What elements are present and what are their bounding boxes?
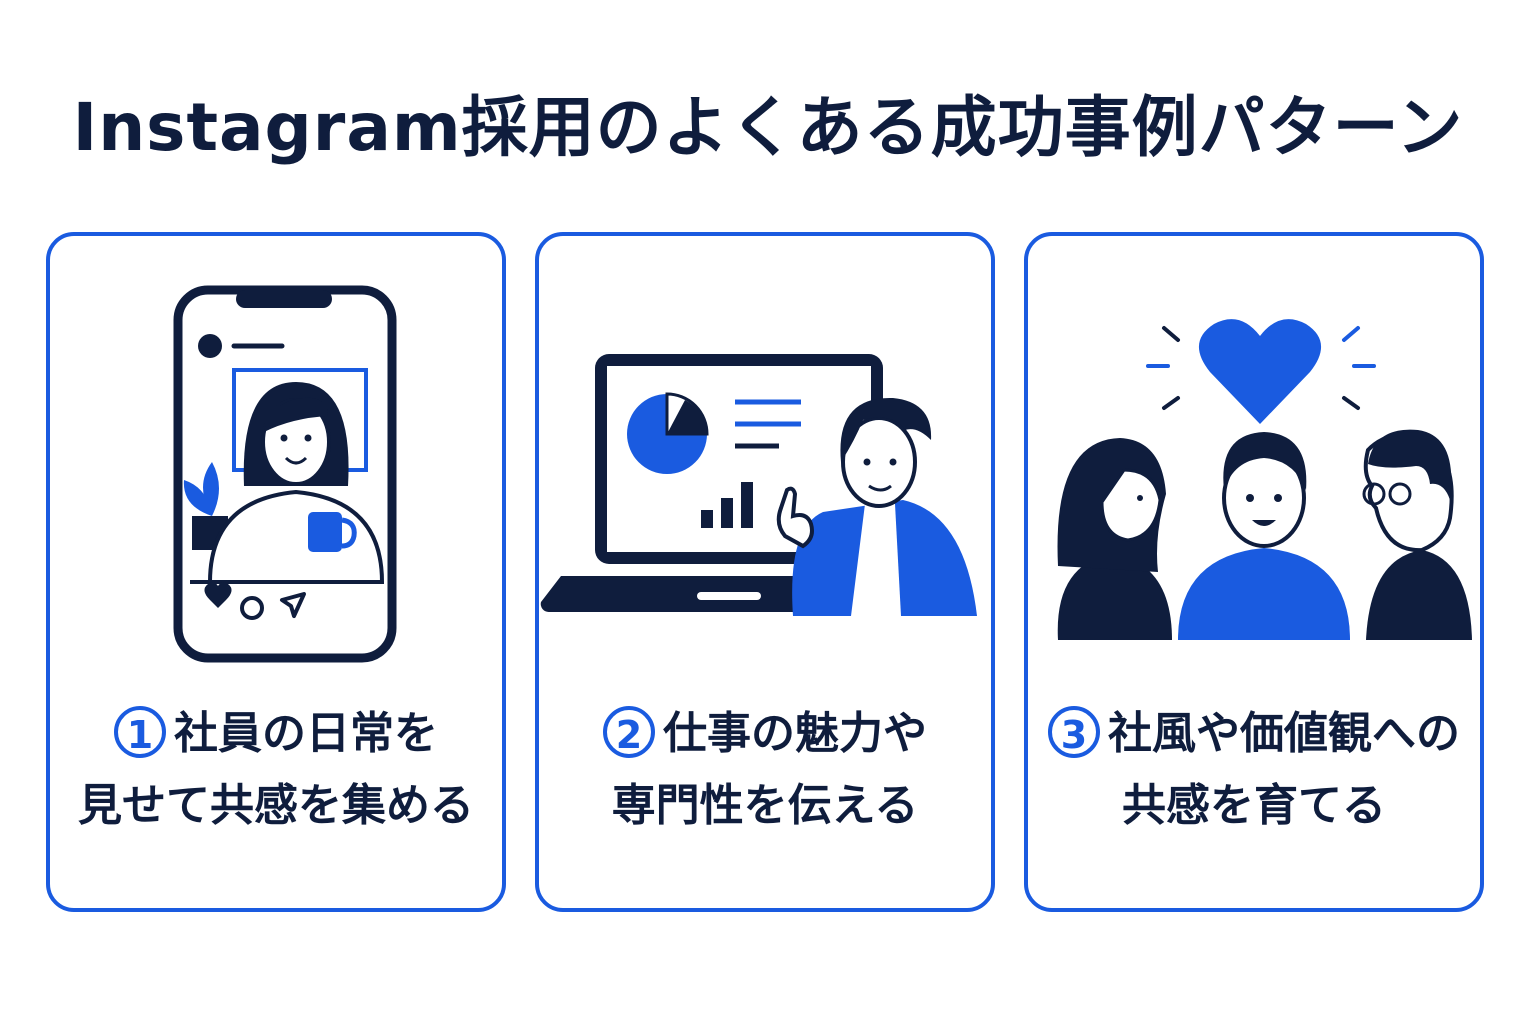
caption-line-2: 見せて共感を集める [78, 780, 474, 831]
caption-line-1: 社員の日常を [174, 708, 438, 759]
team-heart-icon [1057, 319, 1472, 640]
number-badge: 3 [1048, 706, 1100, 758]
page-title: Instagram採用のよくある成功事例パターン [72, 89, 1464, 166]
laptop-presenter-icon [540, 354, 977, 616]
caption-line-2: 共感を育てる [1122, 780, 1386, 831]
caption-line-1: 社風や価値観への [1108, 708, 1460, 759]
number-badge: 2 [603, 706, 655, 758]
caption-line-1: 仕事の魅力や [663, 708, 927, 759]
number-badge: 1 [114, 706, 166, 758]
caption-line-2: 専門性を伝える [611, 780, 919, 831]
smartphone-post-icon [173, 285, 397, 663]
